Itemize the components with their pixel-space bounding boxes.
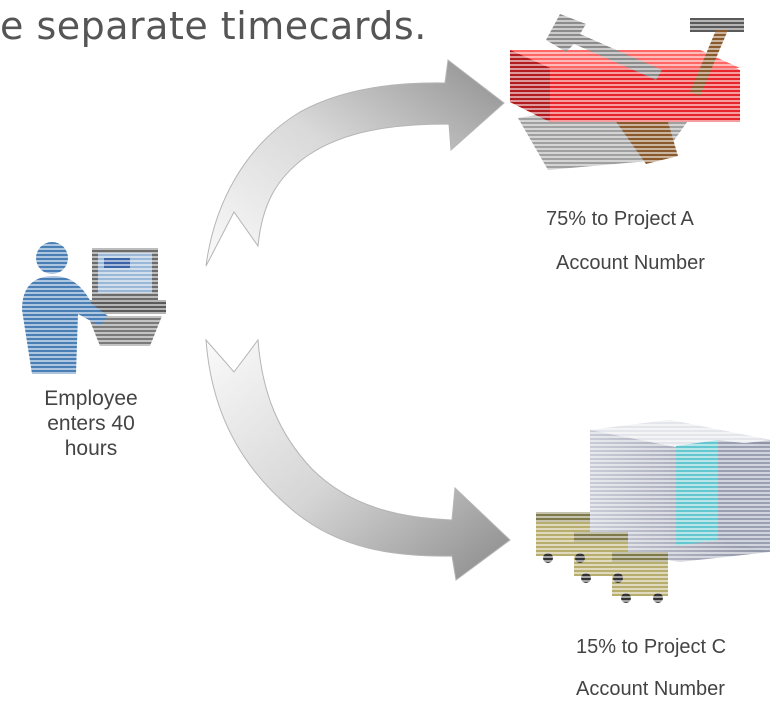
slide-title: e separate timecards. bbox=[0, 4, 427, 48]
employee-label: Employee enters 40 hours bbox=[18, 386, 164, 461]
project-c-account: Account Number bbox=[576, 678, 725, 700]
lower-arrow bbox=[205, 338, 511, 581]
person-at-computer-icon bbox=[0, 240, 170, 376]
employee-label-line2: enters 40 bbox=[47, 412, 135, 435]
project-a-account: Account Number bbox=[556, 252, 705, 274]
toolbox-with-tools-icon bbox=[505, 8, 755, 178]
upper-arrow bbox=[205, 59, 505, 267]
project-c-percentage: 15% to Project C bbox=[576, 636, 727, 658]
employee-label-line3: hours bbox=[64, 437, 118, 460]
project-a-percentage: 75% to Project A bbox=[546, 208, 694, 230]
building-with-trucks-icon bbox=[530, 412, 781, 608]
employee-label-line1: Employee bbox=[44, 387, 138, 410]
